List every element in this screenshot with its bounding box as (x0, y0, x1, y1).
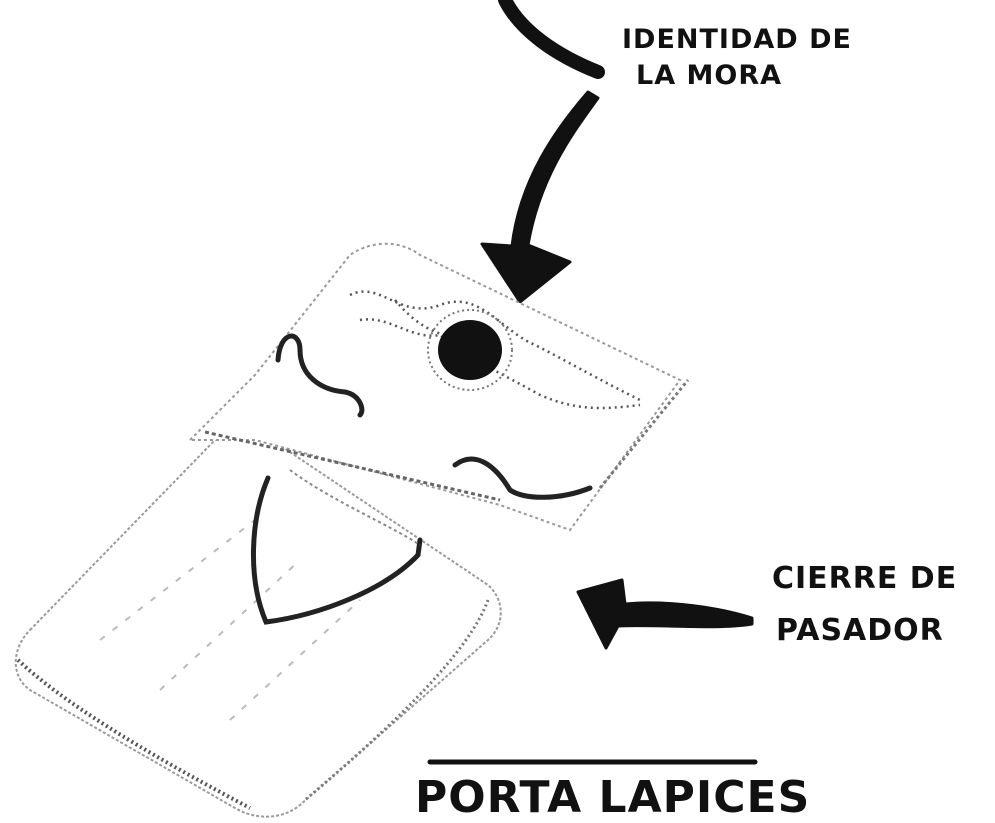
front-tongue-fold (289, 469, 421, 546)
title: PORTA LAPICES (415, 772, 810, 823)
identity-band-mid (394, 299, 481, 338)
case-flap-wave-left (275, 333, 365, 418)
case-flap (187, 242, 690, 532)
arrow-closure (576, 578, 754, 650)
label-closure-line1: CIERRE DE (772, 561, 957, 596)
top-curve-pointer (498, 0, 605, 79)
case-body-stitch (99, 519, 361, 721)
case-flap-outline (187, 242, 682, 532)
front-tongue (250, 475, 423, 625)
case-flap-right-edge (598, 379, 690, 489)
label-identity-line2: LA MORA (636, 60, 782, 91)
identity-button (438, 320, 502, 380)
label-identity-line1: IDENTIDAD DE (622, 24, 852, 55)
label-closure-line2: PASADOR (776, 613, 944, 648)
case-body (14, 427, 502, 818)
arrow-identity (480, 90, 600, 304)
case-body-outline (14, 427, 502, 818)
identity-button-ring (427, 309, 513, 391)
case-flap-wave-right (452, 456, 593, 500)
case-flap-edge (204, 430, 501, 502)
